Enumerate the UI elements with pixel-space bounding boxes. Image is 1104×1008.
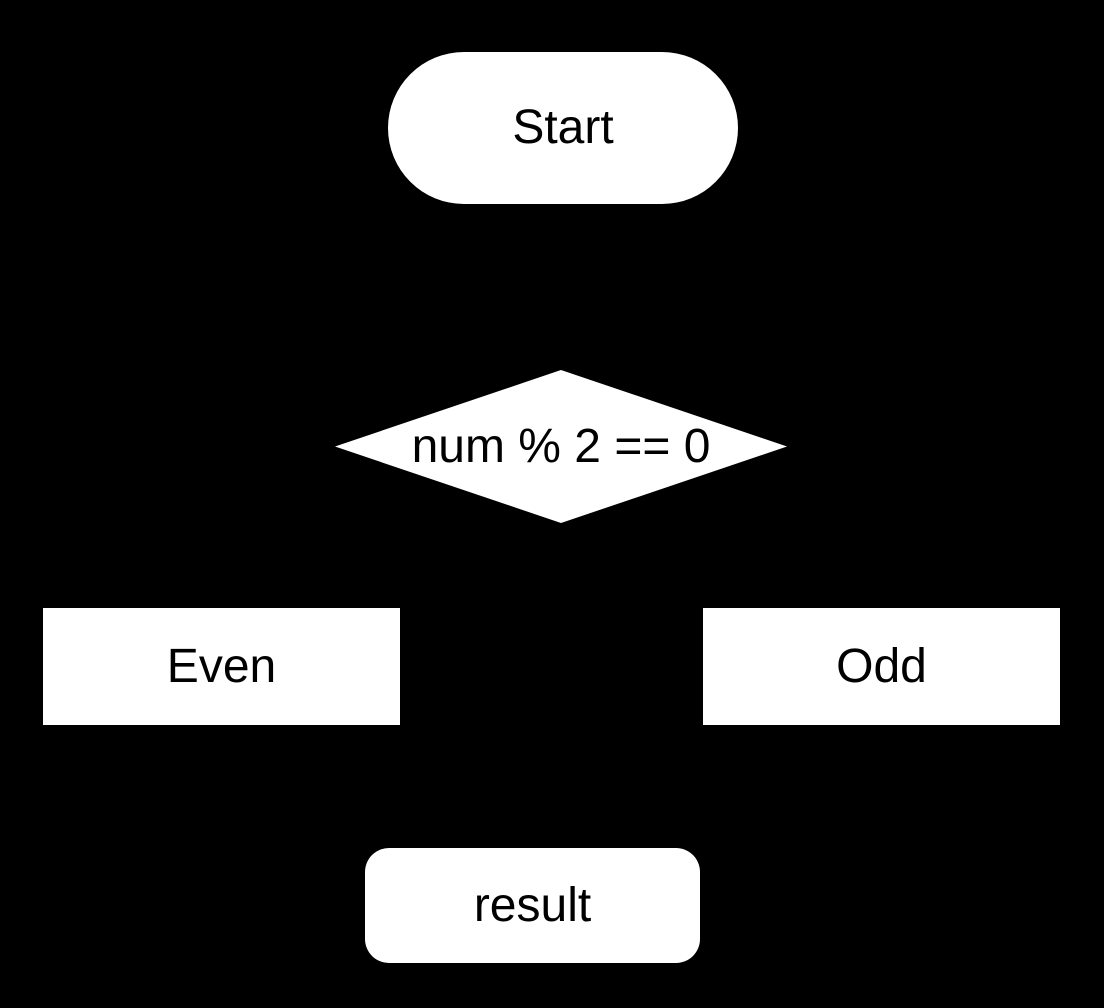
flowchart-node-even: Even xyxy=(43,608,400,725)
node-start-label: Start xyxy=(512,101,614,154)
flowchart-node-result: result xyxy=(365,848,700,963)
flowchart-node-decision: num % 2 == 0 xyxy=(335,370,787,523)
flowchart-node-odd: Odd xyxy=(703,608,1060,725)
node-result-label: result xyxy=(473,878,592,932)
node-decision-label: num % 2 == 0 xyxy=(411,419,711,473)
flowchart-node-start: Start xyxy=(388,52,738,204)
node-even-label: Even xyxy=(166,639,277,693)
node-odd-label: Odd xyxy=(836,639,927,693)
